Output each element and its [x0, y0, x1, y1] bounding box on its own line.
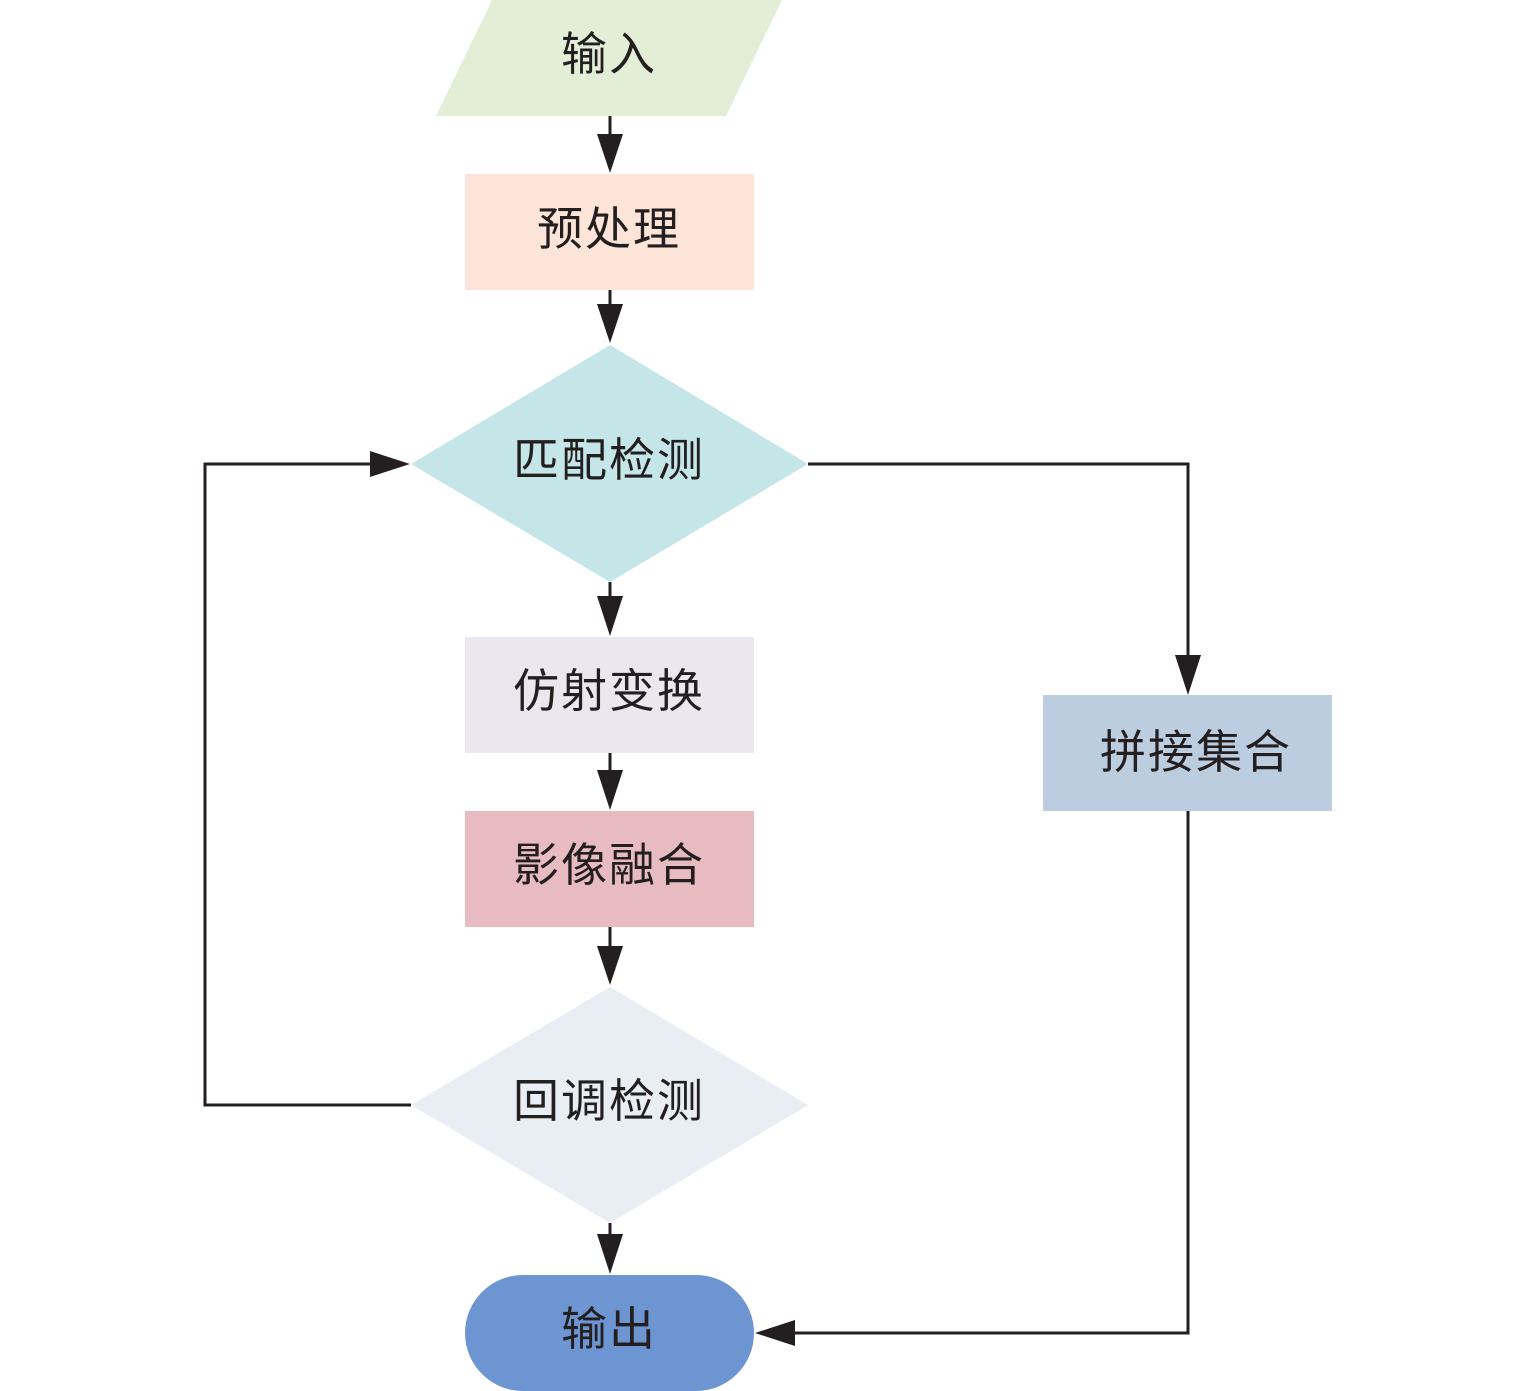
edge-match-stitch: [808, 462, 1201, 695]
preprocess-box: [465, 174, 754, 290]
node-match-detect: 匹配检测: [411, 345, 808, 582]
edge-preprocess-match: [597, 290, 623, 343]
match-detect-diamond: [411, 345, 808, 582]
match-detect-label: 匹配检测: [513, 433, 705, 487]
edge-match-affine: [597, 582, 623, 636]
fusion-label: 影像融合: [513, 838, 705, 892]
edge-callback-output: [597, 1223, 623, 1274]
node-affine: 仿射变换: [465, 637, 754, 753]
edge-affine-fusion: [597, 753, 623, 810]
node-input: 输入: [436, 0, 782, 116]
stitch-set-box: [1043, 695, 1332, 811]
affine-box: [465, 637, 754, 753]
edges: [203, 116, 1201, 1346]
stitch-set-label: 拼接集合: [1100, 725, 1292, 779]
node-preprocess: 预处理: [465, 174, 754, 290]
edge-input-preprocess: [597, 116, 623, 173]
callback-detect-diamond: [411, 987, 808, 1223]
node-stitch-set: 拼接集合: [1043, 695, 1332, 811]
fusion-box: [465, 811, 754, 927]
preprocess-label: 预处理: [537, 202, 681, 256]
edge-fusion-callback: [597, 927, 623, 985]
edge-callback-loop-match: [203, 451, 411, 1107]
node-fusion: 影像融合: [465, 811, 754, 927]
input-label: 输入: [561, 27, 657, 81]
edge-stitch-output: [755, 811, 1190, 1346]
node-output: 输出: [465, 1275, 754, 1391]
output-terminal: [465, 1275, 754, 1391]
affine-label: 仿射变换: [513, 664, 705, 718]
output-label: 输出: [561, 1302, 657, 1356]
callback-detect-label: 回调检测: [513, 1074, 705, 1128]
input-parallelogram: [436, 0, 782, 116]
node-callback-detect: 回调检测: [411, 987, 808, 1223]
